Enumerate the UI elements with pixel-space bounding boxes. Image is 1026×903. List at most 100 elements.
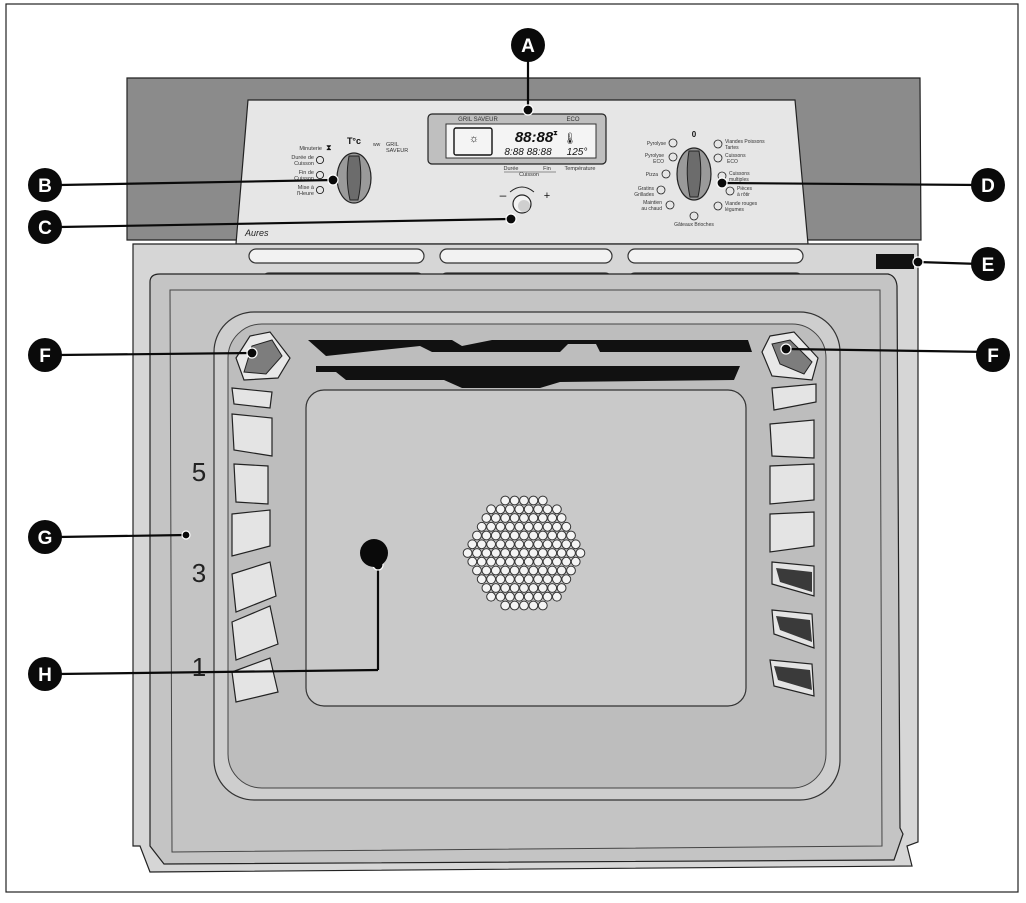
svg-text:H: H [38, 665, 52, 686]
left-dial-temp-label: T°c [347, 136, 361, 146]
fan-grille-hole [495, 591, 506, 602]
right-dial-grillades: Grillades [634, 192, 654, 198]
fan-grille-hole [514, 539, 525, 550]
fan-grille-hole [495, 539, 506, 550]
display-temperature: 125° [567, 147, 588, 158]
clock-icon [315, 185, 325, 195]
fan-grille-hole [552, 556, 562, 567]
fan-grille-hole [514, 591, 525, 602]
fan-grille-hole [542, 574, 553, 585]
fan-grille-hole [476, 539, 487, 550]
fan-grille-hole [528, 548, 539, 558]
right-function-knob[interactable] [676, 147, 712, 201]
right-dial-pizza: Pizza [646, 172, 658, 178]
fan-grille-hole [533, 504, 543, 515]
fan-grille-hole [523, 539, 534, 550]
shelf-level-1: 1 [192, 652, 206, 682]
fan-grille-hole [490, 548, 501, 558]
right-dial-au-chaud: au chaud [641, 206, 662, 212]
end-time-icon [315, 170, 325, 180]
display-label-fin: Fin [543, 166, 551, 172]
figure-border [5, 3, 1019, 893]
fan-grille-hole [537, 495, 548, 506]
fan-grille-hole [509, 530, 520, 541]
left-selector-knob[interactable] [336, 152, 372, 204]
right-dial-eco: ECO [653, 159, 664, 165]
fan-grille-hole [509, 513, 520, 523]
svg-text:F: F [39, 346, 51, 367]
left-dial-mise: Mise à [298, 185, 315, 191]
fan-grille-hole [490, 513, 501, 523]
left-dial-fin: Fin de [299, 170, 314, 176]
fan-grille-hole [505, 556, 515, 567]
fan-grille-hole [519, 565, 529, 576]
shelf-supports-left [231, 387, 279, 703]
fan-grille-hole [570, 539, 581, 550]
right-dial-maintien: Maintien [643, 200, 662, 206]
right-dial-pieces: Pièces [737, 186, 753, 192]
fan-grille-hole [509, 600, 520, 611]
fan-grille-hole [537, 530, 548, 541]
callout-F-right: F [976, 338, 1010, 372]
svg-text:A: A [521, 36, 535, 57]
fan-grille-hole [467, 556, 478, 567]
fan-grille-hole [500, 495, 511, 506]
fan-grille-hole [495, 504, 506, 515]
door-inner-frame [169, 289, 883, 853]
fan-grille-hole [481, 513, 492, 523]
fan-grille-hole [514, 504, 525, 515]
right-dial-pyrolyse: Pyrolyse [647, 141, 666, 147]
right-dial-viandes: Viandes Poissons [725, 139, 765, 145]
fan-grille-hole [514, 574, 525, 585]
fan-grille-hole [570, 556, 581, 567]
grill-icon: ww [373, 142, 381, 148]
fan-grille-hole [537, 600, 548, 611]
fan-grille-hole [547, 565, 558, 576]
display-label-cuisson: Cuisson [519, 172, 539, 178]
fan-grille-hole [561, 574, 572, 585]
fan-grille-hole [542, 556, 553, 567]
fan-grille-hole [495, 521, 506, 532]
fan-grille-hole [528, 600, 539, 611]
fan-grille-hole [509, 565, 520, 576]
fan-grille-hole [533, 591, 543, 602]
fan-grille-hole [519, 583, 529, 593]
brand-logo: Aures [244, 228, 269, 238]
fan-grille-hole [542, 521, 553, 532]
data-plate-marker [876, 254, 914, 269]
fan-grille-hole [500, 565, 511, 576]
fan-grille-hole [528, 495, 539, 506]
fan-grille-hole [462, 548, 473, 558]
callout-H: H [28, 657, 62, 691]
display-time-small: 8:88 88:88 [504, 147, 552, 158]
adjust-arc [509, 186, 535, 193]
fan-grille-hole [481, 530, 492, 541]
fan-grille-hole [519, 530, 529, 541]
fan-grille-hole [519, 513, 529, 523]
fan-grille-hole [495, 556, 506, 567]
fan-grille-hole [481, 583, 492, 593]
cavity-marker-dot [360, 539, 388, 567]
fan-grille-hole [533, 539, 543, 550]
display-label-duree: Durée [504, 166, 519, 172]
adjust-plus: + [544, 190, 550, 202]
fan-grille-hole [514, 556, 525, 567]
fan-grille-hole [486, 504, 497, 515]
display-label-gril: GRIL SAVEUR [458, 117, 498, 123]
svg-text:E: E [982, 255, 995, 276]
fan-grille-hole [542, 504, 553, 515]
left-dial-heure: l'Heure [297, 191, 314, 197]
adjust-knob[interactable] [512, 194, 532, 214]
fan-grille-hole [476, 521, 487, 532]
grill-element [316, 366, 740, 388]
right-dial-tartes: Tartes [725, 145, 739, 151]
fan-grille-hole [486, 574, 497, 585]
fan-grille-hole [533, 521, 543, 532]
fan-grille-hole [556, 583, 567, 593]
fan-grille-hole [533, 574, 543, 585]
left-dial-minuterie: Minuterie [299, 146, 322, 152]
fan-grille-hole [561, 556, 572, 567]
top-heating-element [308, 340, 752, 356]
